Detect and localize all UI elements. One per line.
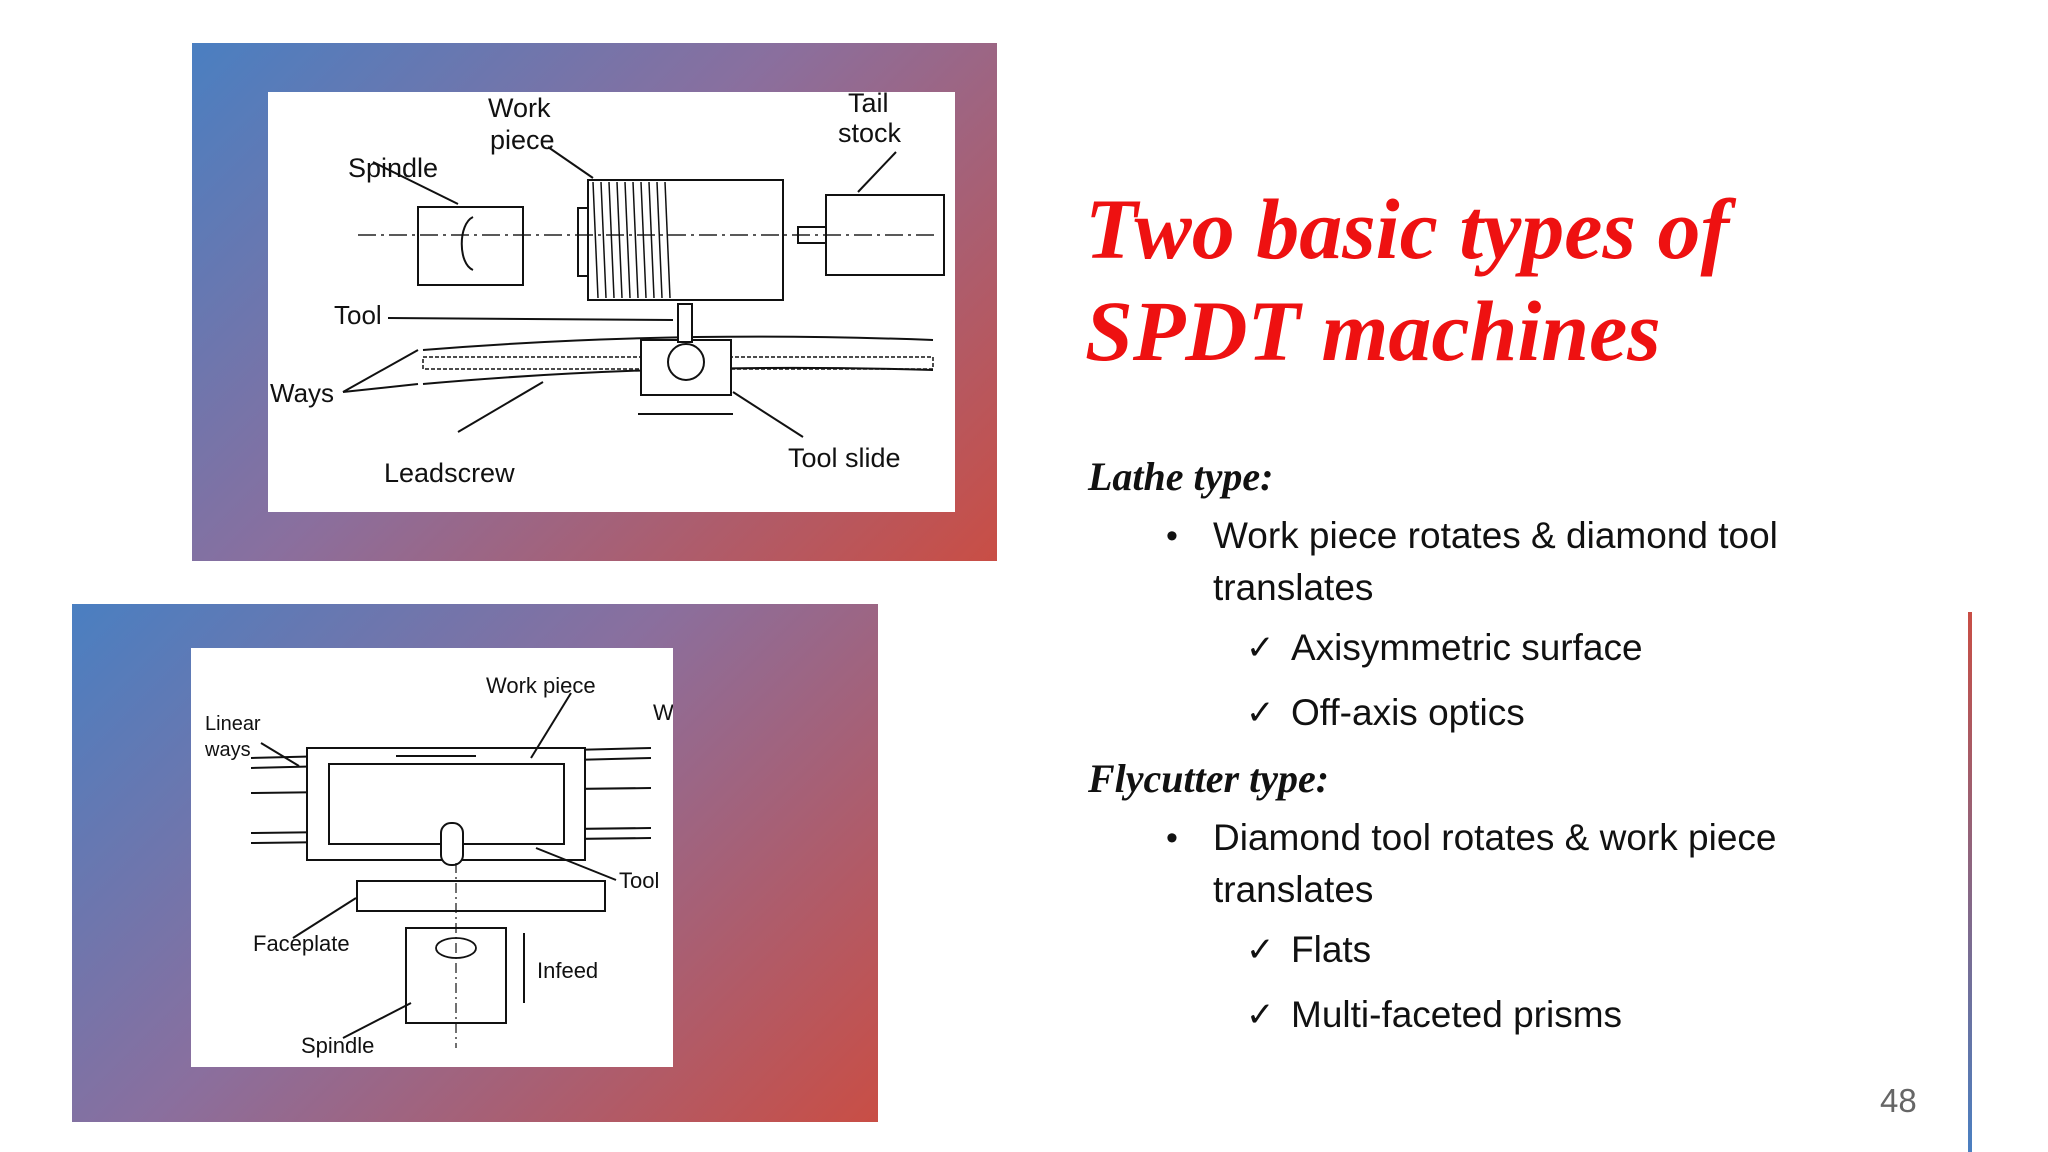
- check-item: ✓ Axisymmetric surface: [1088, 622, 1888, 674]
- bullet-dot: •: [1166, 517, 1178, 555]
- lathe-diagram: Work piece Tail stock Spindle Tool Ways …: [268, 92, 955, 512]
- chuck: [577, 207, 589, 277]
- tool-slide-knob: [667, 343, 705, 381]
- way-upper: [422, 335, 934, 351]
- section-heading-flycutter: Flycutter type:: [1088, 756, 1330, 801]
- decorative-side-bar: [1968, 612, 1972, 1152]
- label-stock: stock: [838, 118, 902, 148]
- spindle-body: [417, 206, 524, 286]
- label-tool: Tool: [619, 868, 659, 893]
- label-tool-slide: Tool slide: [788, 443, 901, 473]
- workpiece-threads: [592, 181, 671, 299]
- label-spindle: Spindle: [301, 1033, 374, 1058]
- checkmark-icon: ✓: [1246, 995, 1275, 1035]
- label-linear: Linear: [205, 713, 261, 735]
- workpiece: [587, 179, 784, 301]
- label-piece: piece: [490, 125, 555, 155]
- checkmark-icon: ✓: [1246, 628, 1275, 668]
- page-number: 48: [1880, 1082, 1917, 1119]
- label-faceplate: Faceplate: [253, 931, 350, 956]
- tool: [440, 822, 464, 866]
- check-item-text: Axisymmetric surface: [1291, 627, 1643, 668]
- lathe-diagram-svg: Work piece Tail stock Spindle Tool Ways …: [270, 92, 945, 488]
- label-w: W: [653, 700, 673, 725]
- label-ways: Ways: [270, 378, 334, 408]
- check-item-text: Multi-faceted prisms: [1291, 994, 1623, 1035]
- bullet-flycutter: • Diamond tool rotates & work piece tran…: [1088, 812, 1813, 916]
- slide-title-line1: Two basic types of: [1085, 181, 1730, 277]
- slide-content: Lathe type: • Work piece rotates & diamo…: [1088, 450, 1888, 1054]
- label-tail: Tail: [848, 92, 889, 118]
- pointer-lines: [342, 146, 897, 438]
- slide-title-line2: SPDT machines: [1085, 283, 1661, 379]
- bullet-flycutter-text: Diamond tool rotates & work piece transl…: [1213, 817, 1777, 910]
- flycutter-diagram-svg: Work piece Linear ways W Tool Faceplate …: [204, 673, 673, 1058]
- label-work-piece: Work piece: [486, 673, 596, 698]
- check-item: ✓ Multi-faceted prisms: [1088, 989, 1888, 1041]
- flycutter-diagram: Work piece Linear ways W Tool Faceplate …: [191, 648, 673, 1067]
- tool-post: [677, 303, 693, 343]
- label-tool: Tool: [334, 300, 382, 330]
- bullet-lathe-text: Work piece rotates & diamond tool transl…: [1213, 515, 1778, 608]
- faceplate: [356, 880, 606, 912]
- rotation-arrow: [460, 216, 474, 271]
- pointer-lines: [260, 692, 617, 1039]
- check-item: ✓ Flats: [1088, 924, 1888, 976]
- checkmark-icon: ✓: [1246, 930, 1275, 970]
- label-infeed: Infeed: [537, 958, 598, 983]
- check-item-text: Flats: [1291, 929, 1372, 970]
- check-item-text: Off-axis optics: [1291, 692, 1525, 733]
- label-ways: ways: [204, 739, 251, 761]
- checkmark-icon: ✓: [1246, 693, 1275, 733]
- section-heading-lathe: Lathe type:: [1088, 454, 1274, 499]
- label-spindle: Spindle: [348, 153, 438, 183]
- bullet-lathe: • Work piece rotates & diamond tool tran…: [1088, 510, 1813, 614]
- bullet-dot: •: [1166, 819, 1178, 857]
- tailstock-body: [825, 194, 945, 276]
- label-work: Work: [488, 93, 551, 123]
- slide-title: Two basic types of SPDT machines: [1085, 178, 1845, 382]
- label-leadscrew: Leadscrew: [384, 458, 515, 488]
- check-item: ✓ Off-axis optics: [1088, 687, 1888, 739]
